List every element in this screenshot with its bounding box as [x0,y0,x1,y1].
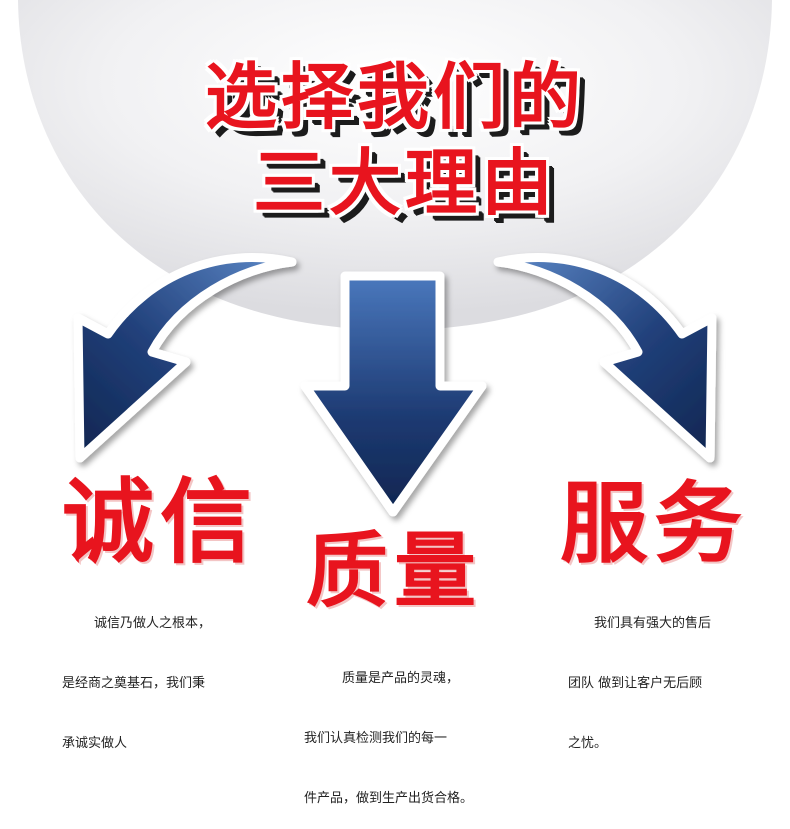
pillar-title-integrity: 诚信 [62,469,259,576]
background-disc [18,0,772,330]
pillar-title-service: 服务 [560,472,749,575]
desc-line: 诚信乃做人之根本， [94,616,212,631]
desc-line: 之忧。 [568,736,608,751]
pillar-title-quality: 质量 [306,524,483,619]
pillar-desc-service: 我们具有强大的售后 团队 做到让客户无后顾 之忧。 [568,574,758,774]
pillar-desc-integrity: 诚信乃做人之根本， 是经商之奠基石，我们秉 承诚实做人 [62,574,242,774]
desc-line: 是经商之奠基石，我们秉 [62,676,206,691]
desc-line: 团队 做到让客户无后顾 [568,676,703,691]
headline-line-2: 三大理由 [252,141,557,225]
headline-line-1: 选择我们的 [204,55,585,139]
desc-line: 件产品，做到生产出货合格。 [304,791,474,806]
down-arrow-icon [300,271,487,517]
desc-line: 质量是产品的灵魂， [342,671,460,686]
left-arrow-icon [73,253,297,463]
pillar-desc-quality: 质量是产品的灵魂， 我们认真检测我们的每一 件产品，做到生产出货合格。 [304,629,504,829]
arrows-graphic [73,253,717,517]
desc-line: 承诚实做人 [62,736,128,751]
right-arrow-icon [493,253,717,463]
desc-line: 我们具有强大的售后 [594,616,712,631]
desc-line: 我们认真检测我们的每一 [304,731,448,746]
